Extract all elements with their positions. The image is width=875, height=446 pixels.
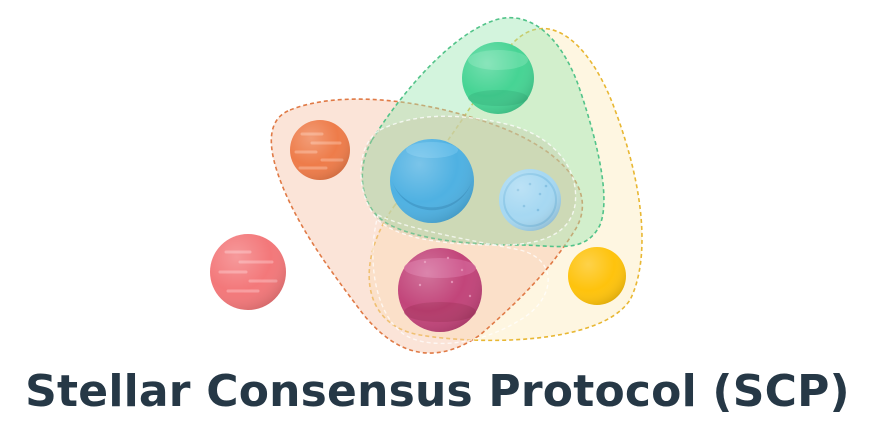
blue-node [390,139,474,223]
magenta-node [398,248,482,332]
green-node [462,42,534,114]
yellow-node [568,247,626,305]
lower-quorum-group [372,214,549,345]
light-blue-node [499,169,561,231]
red-node [210,234,286,310]
orange-quorum-group [270,98,584,354]
page-title: Stellar Consensus Protocol (SCP) [25,366,850,417]
orange-node [290,120,350,180]
